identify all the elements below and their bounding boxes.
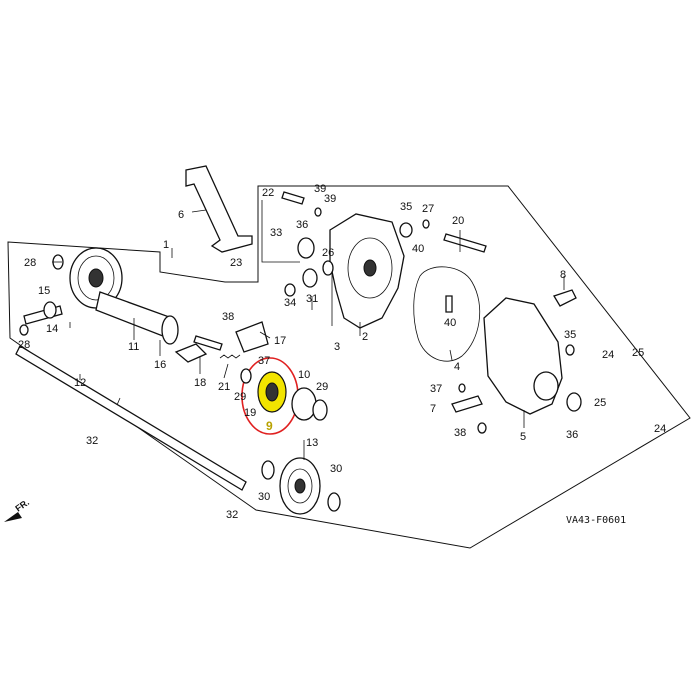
label-part-17: 17 — [274, 335, 286, 347]
label-part-2: 2 — [362, 331, 368, 343]
pin-part-27 — [422, 219, 430, 229]
label-part-38b: 38 — [454, 427, 466, 439]
label-part-21: 21 — [218, 381, 230, 393]
washer-part-26 — [322, 260, 334, 276]
label-part-3: 3 — [334, 341, 340, 353]
label-part-27: 27 — [422, 203, 434, 215]
label-part-38a: 38 — [222, 311, 234, 323]
gear-shaft-part-11 — [95, 291, 179, 345]
label-part-6: 6 — [178, 209, 184, 221]
pin-part-39 — [314, 207, 322, 217]
label-part-8: 8 — [560, 269, 566, 281]
label-part-24a: 24 — [602, 349, 614, 361]
label-part-9-highlighted: 9 — [266, 419, 273, 433]
shift-fork-part-16 — [174, 343, 208, 363]
label-part-25a: 25 — [632, 347, 644, 359]
label-part-28b: 28 — [18, 339, 30, 351]
seal-part-35 — [399, 222, 413, 238]
washer-part-28b — [19, 324, 29, 336]
label-part-15: 15 — [38, 285, 50, 297]
subassembly-boundary — [261, 200, 300, 263]
label-part-19: 19 — [244, 407, 256, 419]
shift-pin-part-18 — [193, 335, 223, 351]
label-part-10: 10 — [298, 369, 310, 381]
label-part-7: 7 — [430, 403, 436, 415]
seal-part-35b — [565, 344, 575, 356]
assembly-boundary — [7, 185, 691, 549]
label-part-32a: 32 — [86, 435, 98, 447]
bearing-part-36 — [297, 237, 315, 259]
label-part-32b: 32 — [226, 509, 238, 521]
fr-marker-label: FR. — [13, 497, 31, 514]
gear-part-10 — [291, 387, 317, 421]
label-part-20: 20 — [452, 215, 464, 227]
label-part-25b: 25 — [594, 397, 606, 409]
shaft-part-12 — [15, 345, 247, 491]
pin-part-37b — [458, 383, 466, 393]
spring-part-21 — [219, 354, 241, 359]
label-part-39b: 39 — [324, 193, 336, 205]
label-part-29a: 29 — [234, 391, 246, 403]
label-part-35b: 35 — [564, 329, 576, 341]
bracket-part-6 — [185, 165, 253, 253]
gear-case-part-5 — [483, 297, 563, 415]
label-part-31: 31 — [306, 293, 318, 305]
label-part-4: 4 — [454, 361, 460, 373]
label-part-1: 1 — [163, 239, 169, 251]
bolt-part-38b — [477, 422, 487, 434]
front-direction-marker: FR. — [4, 497, 31, 522]
label-part-12: 12 — [74, 377, 86, 389]
label-part-16: 16 — [154, 359, 166, 371]
label-part-40b: 40 — [444, 317, 456, 329]
label-part-13: 13 — [306, 437, 318, 449]
shift-arm-part-17 — [235, 321, 269, 353]
bearing-part-31 — [302, 268, 318, 288]
label-part-18: 18 — [194, 377, 206, 389]
label-part-26: 26 — [322, 247, 334, 259]
small-shaft-part-15 — [23, 301, 63, 325]
label-part-14: 14 — [46, 323, 58, 335]
bevel-gear-part-28 — [69, 247, 123, 309]
washer-part-19 — [240, 368, 252, 384]
arm-part-7 — [451, 395, 483, 413]
label-part-36a: 36 — [296, 219, 308, 231]
label-part-37a: 37 — [258, 355, 270, 367]
label-part-22: 22 — [262, 187, 274, 199]
label-part-40a: 40 — [412, 243, 424, 255]
label-part-30a: 30 — [258, 491, 270, 503]
seal-part-34 — [284, 283, 296, 297]
gear-case-part-2 — [329, 213, 405, 329]
label-part-35a: 35 — [400, 201, 412, 213]
washer-part-29b — [312, 399, 328, 421]
label-part-36b: 36 — [566, 429, 578, 441]
gear-part-13 — [279, 457, 321, 515]
label-part-30b: 30 — [330, 463, 342, 475]
label-part-23: 23 — [230, 257, 242, 269]
pin-part-22 — [281, 191, 305, 205]
gasket-part-4 — [413, 266, 481, 362]
diagram-code: VA43-F0601 — [566, 515, 626, 526]
bolt-part-40 — [445, 295, 453, 313]
label-part-24b: 24 — [654, 423, 666, 435]
shaft-part-20 — [443, 233, 487, 253]
label-part-33: 33 — [270, 227, 282, 239]
label-part-37b: 37 — [430, 383, 442, 395]
washer-part-30b — [327, 492, 341, 512]
bearing-part-36b — [566, 392, 582, 412]
leader-lines — [52, 209, 565, 460]
label-part-39a: 39 — [314, 183, 326, 195]
label-part-11: 11 — [128, 341, 139, 353]
lever-part-8 — [553, 289, 577, 307]
washer-part-30a — [261, 460, 275, 480]
label-part-34: 34 — [284, 297, 296, 309]
label-part-29b: 29 — [316, 381, 328, 393]
label-part-5: 5 — [520, 431, 526, 443]
label-part-28a: 28 — [24, 257, 36, 269]
